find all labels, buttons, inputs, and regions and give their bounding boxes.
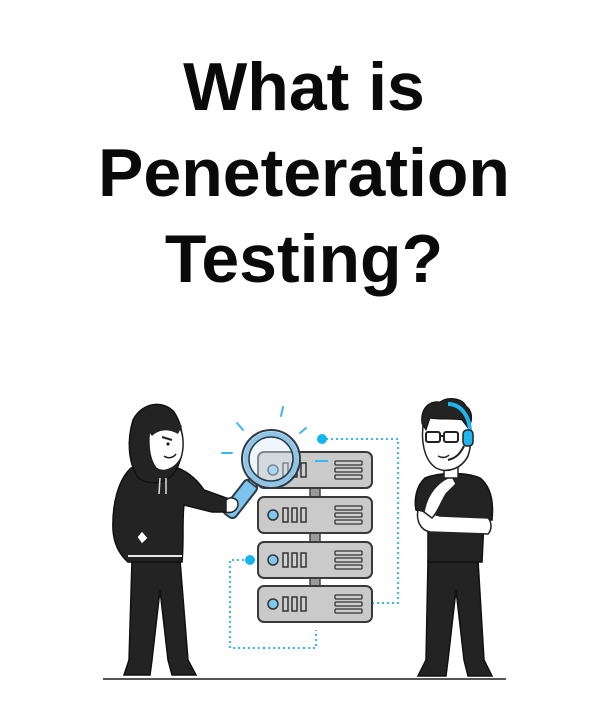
server-unit-icon	[257, 541, 373, 579]
developer-figure	[414, 398, 494, 677]
page-title: What is Peneteration Testing?	[0, 44, 608, 302]
title-line-2: Peneteration	[98, 135, 510, 211]
network-node-icon	[317, 434, 327, 444]
hacker-figure	[112, 403, 239, 676]
glasses-icon	[425, 431, 459, 443]
server-unit-icon	[257, 585, 373, 623]
server-unit-icon	[257, 496, 373, 534]
title-line-3: Testing?	[164, 221, 444, 297]
title-line-1: What is	[183, 49, 425, 125]
headset-icon	[447, 402, 474, 461]
network-node-icon	[245, 555, 255, 565]
